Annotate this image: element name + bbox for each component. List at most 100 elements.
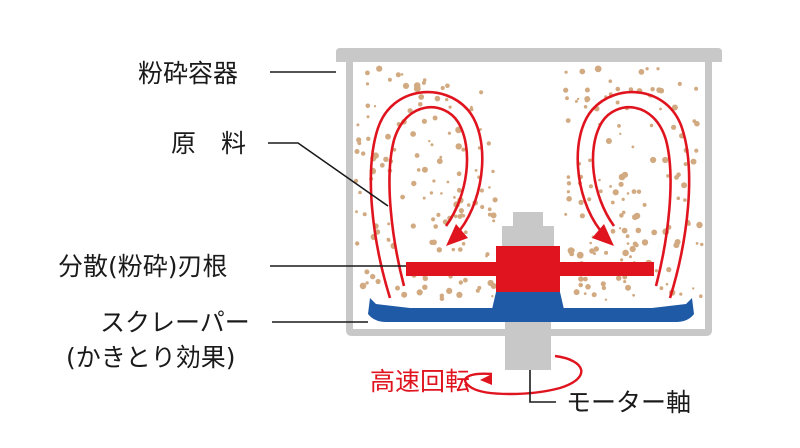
particle [628,87,634,92]
particle [464,230,468,234]
particle [434,95,441,102]
particle [461,241,466,246]
particle [594,65,602,73]
particle [474,169,478,172]
particle [458,208,464,214]
particle [605,138,612,144]
particle [359,282,367,290]
particle [385,133,391,140]
particle [429,191,434,195]
particle [598,189,603,194]
particle [354,149,360,154]
particle [436,212,441,217]
particle [578,199,584,205]
particle [654,269,659,273]
particle [428,139,431,143]
particle [461,147,466,152]
particle [569,251,575,257]
particle [650,87,655,92]
particle [362,212,367,217]
particle [589,241,592,245]
particle [617,124,621,128]
particle [486,141,491,146]
label-grinding-container: 粉砕容器 [138,59,239,88]
particle [616,275,622,281]
particle [485,254,488,258]
particle [632,293,635,297]
particle [372,152,379,159]
particle [566,196,572,202]
particle [638,69,645,75]
particle [421,166,428,173]
particle [623,280,627,284]
particle [566,175,571,179]
particle [490,283,497,289]
particle [634,243,639,248]
particle [601,285,607,291]
particle [387,222,391,226]
particle [621,227,628,234]
particle [649,123,654,128]
particle [690,158,697,165]
particle [579,213,586,219]
rotation-arrow [464,354,583,396]
particle [578,282,583,288]
leader-lines [268,71,556,403]
particle [458,247,463,252]
particle [593,252,596,256]
particle [386,237,391,242]
particle [395,72,401,78]
label-dispersion-blade: 分散(粉砕)刃根 [58,252,228,281]
particle [361,151,366,156]
particle [636,189,642,194]
particle [574,99,578,103]
particle [645,67,649,71]
particle [447,131,451,135]
particle [588,158,592,163]
particle [440,85,445,91]
particle [355,241,360,246]
particle [487,207,492,212]
particle [692,287,695,290]
particle [674,175,679,180]
particle [439,155,443,159]
particle [469,107,474,112]
particle [466,203,471,207]
particle [488,186,491,189]
particle [373,105,377,108]
particle [642,202,647,207]
particle [666,267,672,273]
particle [418,102,423,107]
particle [610,228,616,234]
particle [402,82,410,89]
particle [492,219,496,223]
particle [626,192,630,195]
particle [355,210,358,214]
particle [585,284,591,290]
particle [584,98,589,103]
particle [683,198,687,202]
particle [479,128,482,131]
particle [490,212,497,219]
label-raw-material: 原 料 [171,129,247,158]
particle [475,288,480,293]
particle [411,180,417,187]
particle [365,281,369,285]
particle [573,289,580,296]
particle [430,143,434,147]
particle [699,294,703,299]
motor-shaft [505,318,551,370]
particle [576,251,584,259]
particle [456,291,463,298]
particle [659,107,662,111]
particle [677,81,682,86]
particle [436,158,443,165]
material-particles [353,65,704,302]
particle [565,118,571,123]
particle [564,212,568,216]
particle [422,275,428,281]
particle [440,192,443,195]
particle [446,287,453,294]
particle [656,67,660,71]
